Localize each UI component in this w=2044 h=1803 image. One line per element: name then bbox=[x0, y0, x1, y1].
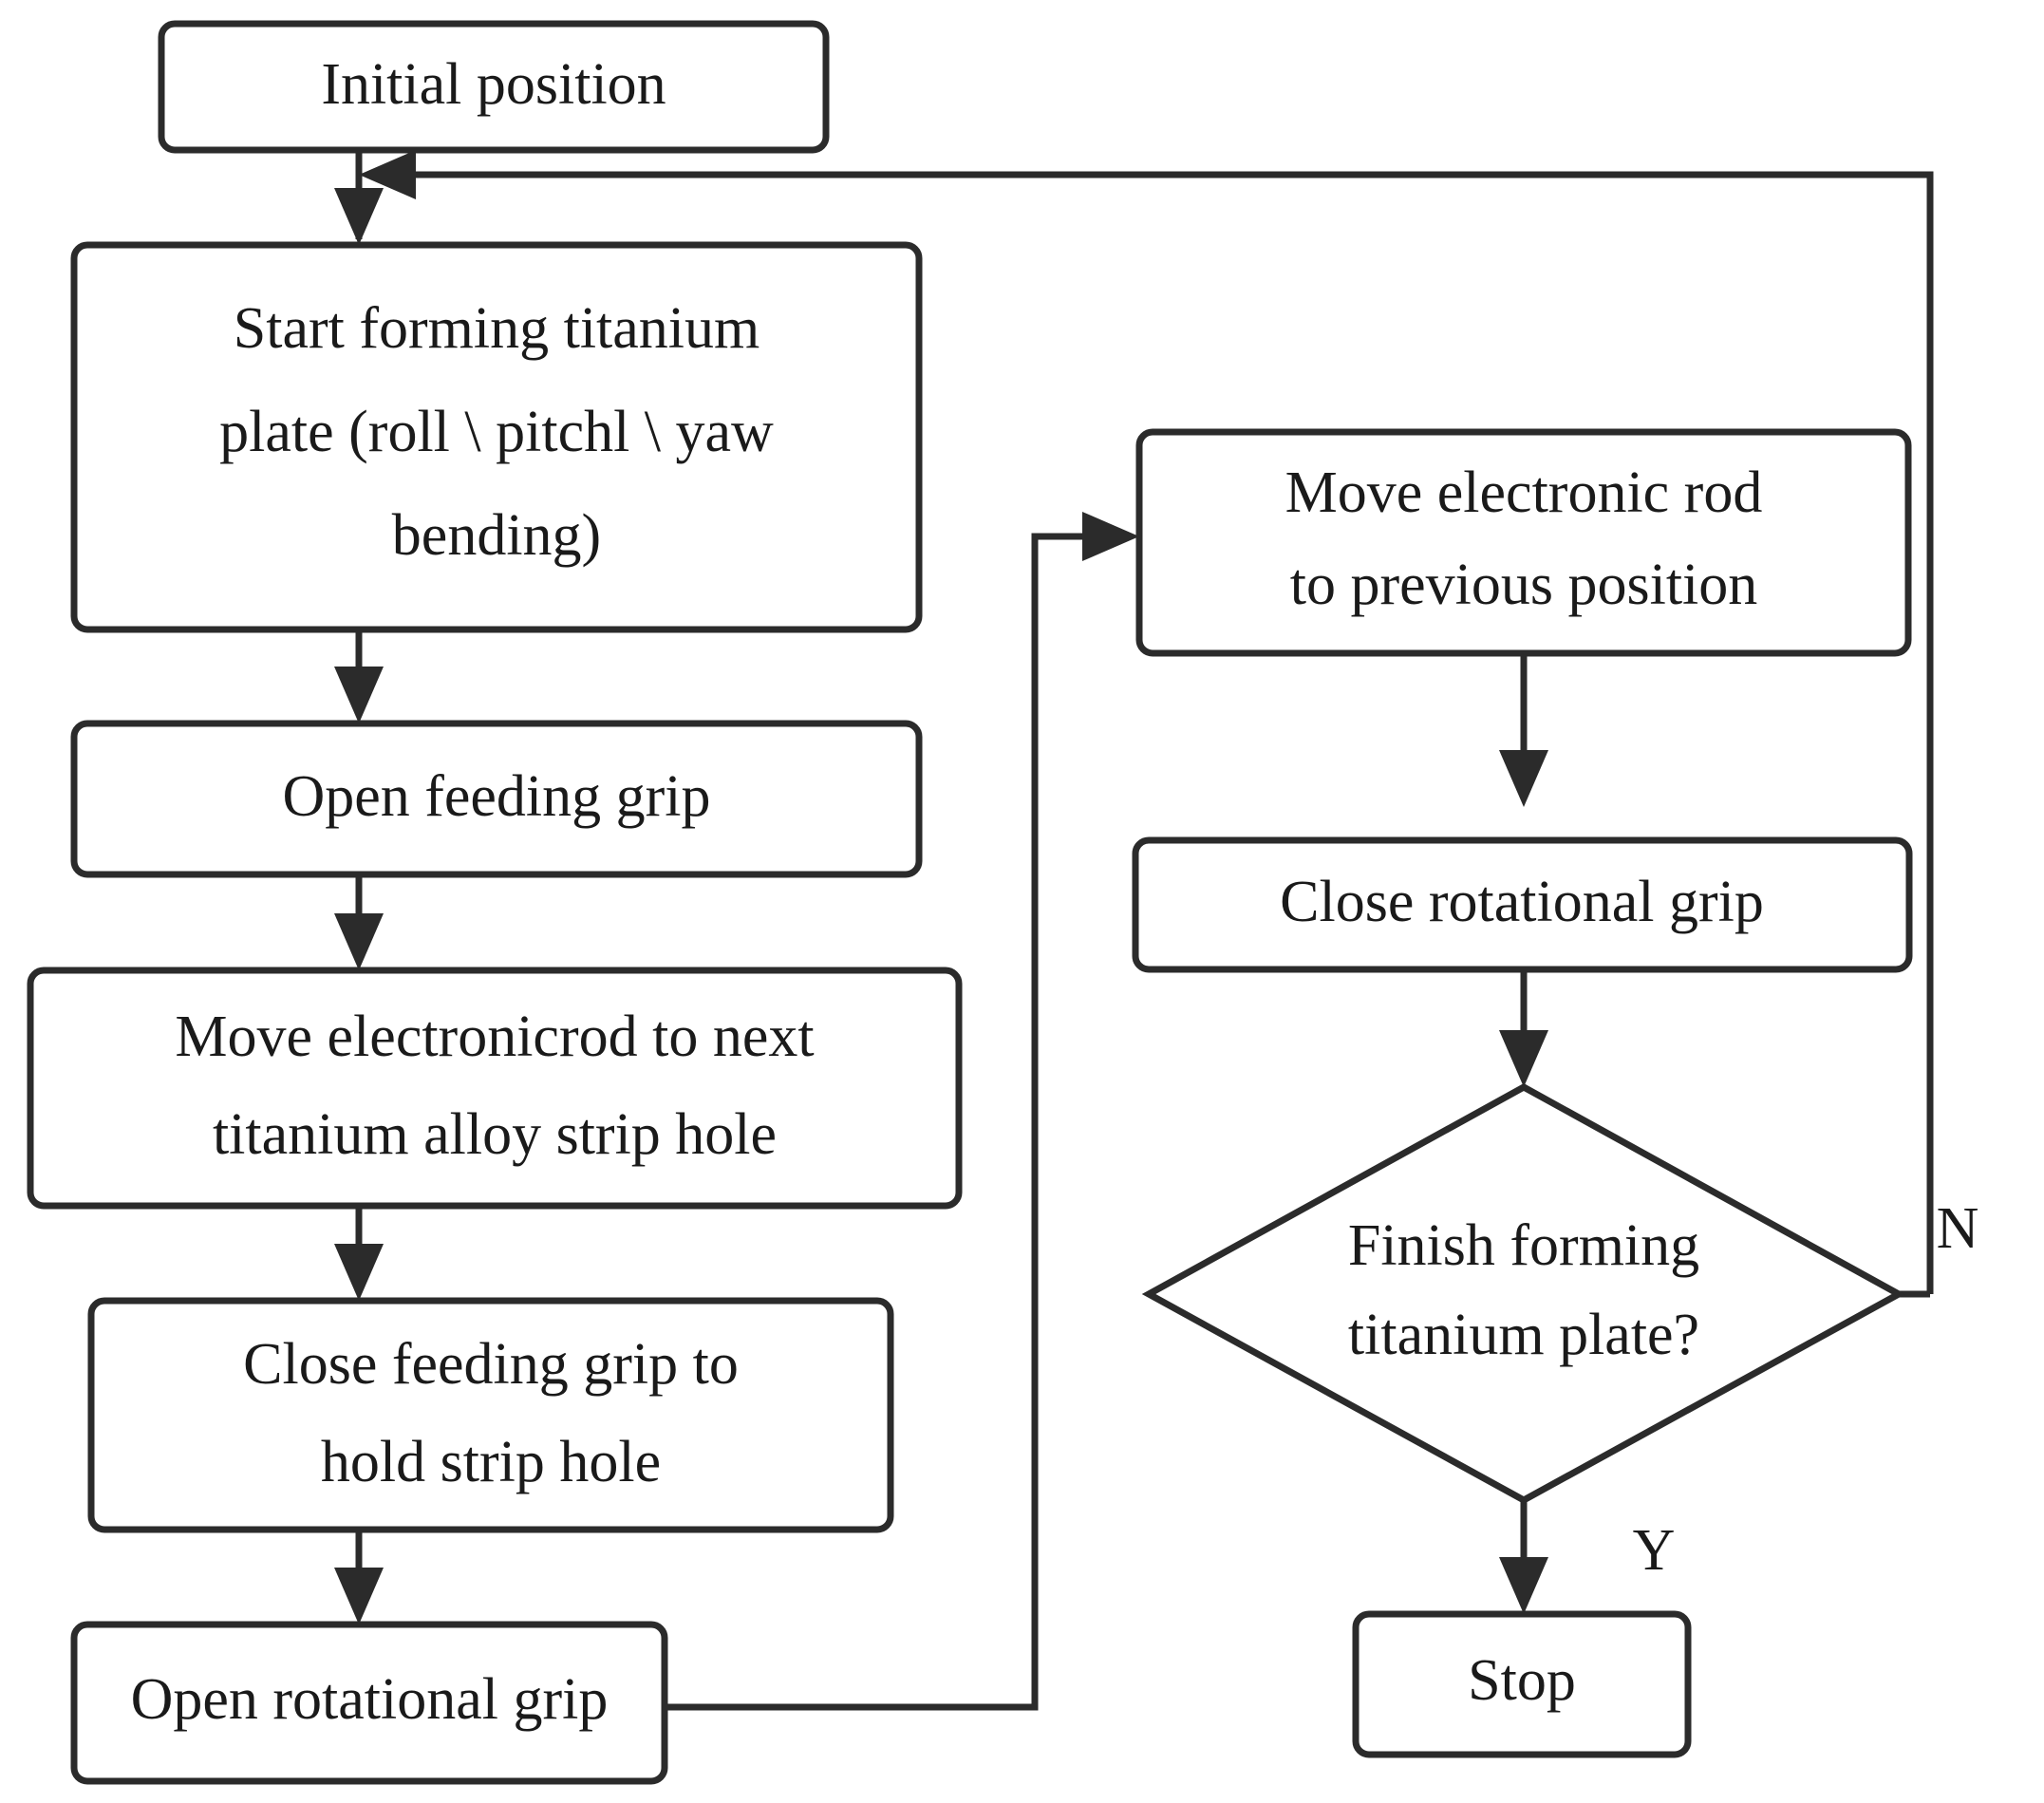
edge-close-feeding-to-open-rotational bbox=[334, 1530, 384, 1625]
branch-label-no: N bbox=[1937, 1196, 1979, 1261]
arrowhead-down-icon bbox=[334, 913, 384, 970]
node-move-rod-previous[interactable]: Move electronic rod to previous position bbox=[1135, 428, 1912, 657]
node-initial-position[interactable]: Initial position bbox=[158, 20, 830, 154]
node-open-feeding-grip[interactable]: Open feeding grip bbox=[70, 720, 923, 878]
node-start-forming[interactable]: Start forming titanium plate (roll \ pit… bbox=[70, 241, 923, 633]
node-open-rotational-grip-shape[interactable] bbox=[70, 1621, 668, 1785]
node-start-forming-label-line3: bending) bbox=[392, 503, 601, 568]
node-initial-position-shape[interactable] bbox=[158, 20, 830, 154]
edge-close-rotational-to-decision bbox=[1499, 969, 1548, 1087]
arrowhead-down-icon bbox=[334, 667, 384, 723]
node-close-rotational-grip[interactable]: Close rotational grip bbox=[1132, 836, 1913, 973]
arrowhead-down-icon bbox=[1499, 1557, 1548, 1614]
node-close-rotational-grip-shape[interactable] bbox=[1132, 836, 1913, 973]
node-stop-label: Stop bbox=[1468, 1648, 1576, 1713]
arrowhead-left-icon bbox=[359, 150, 416, 199]
edge-open-rotational-to-move-previous bbox=[665, 512, 1139, 1711]
node-initial-position-label: Initial position bbox=[321, 52, 666, 117]
node-close-feeding-grip[interactable]: Close feeding grip to hold strip hole bbox=[87, 1297, 894, 1533]
node-open-feeding-grip-shape[interactable] bbox=[70, 720, 923, 878]
edge-start-to-open-feeding bbox=[334, 629, 384, 723]
edge-decision-yes-to-stop bbox=[1499, 1500, 1548, 1614]
edge-move-rod-to-close-feeding bbox=[334, 1206, 384, 1301]
node-start-forming-shape[interactable] bbox=[70, 241, 923, 633]
edge-move-previous-to-close-rotational bbox=[1499, 653, 1548, 807]
node-close-feeding-grip-label-line1: Close feeding grip to bbox=[243, 1332, 739, 1397]
node-move-rod-next-hole-label-line2: titanium alloy strip hole bbox=[213, 1102, 777, 1167]
branch-label-yes: Y bbox=[1633, 1518, 1676, 1583]
node-move-rod-previous-label-line1: Move electronic rod bbox=[1285, 460, 1763, 525]
node-close-feeding-grip-label-line2: hold strip hole bbox=[321, 1430, 661, 1494]
arrowhead-right-icon bbox=[1082, 512, 1139, 561]
arrowhead-down-icon bbox=[1499, 750, 1548, 807]
arrowhead-down-icon bbox=[334, 188, 384, 245]
node-open-rotational-grip[interactable]: Open rotational grip bbox=[70, 1621, 668, 1785]
node-finish-decision-label-line2: titanium plate? bbox=[1348, 1303, 1699, 1367]
node-open-feeding-grip-label: Open feeding grip bbox=[282, 764, 710, 829]
node-finish-decision[interactable]: Finish forming titanium plate? bbox=[1141, 1083, 1906, 1504]
edge-open-feeding-to-move-rod bbox=[334, 874, 384, 970]
arrowhead-down-icon bbox=[334, 1568, 384, 1625]
edge-no-loopback bbox=[359, 150, 1934, 1294]
node-stop[interactable]: Stop bbox=[1352, 1610, 1692, 1758]
node-close-feeding-grip-shape[interactable] bbox=[87, 1297, 894, 1533]
node-finish-decision-shape[interactable] bbox=[1141, 1083, 1906, 1504]
node-move-rod-next-hole-shape[interactable] bbox=[27, 967, 963, 1210]
edge-initial-to-start bbox=[334, 150, 384, 245]
node-close-rotational-grip-label: Close rotational grip bbox=[1280, 870, 1764, 934]
node-move-rod-next-hole-label-line1: Move electronicrod to next bbox=[175, 1005, 814, 1069]
node-finish-decision-label-line1: Finish forming bbox=[1348, 1213, 1699, 1278]
node-move-rod-next-hole[interactable]: Move electronicrod to next titanium allo… bbox=[27, 967, 963, 1210]
arrowhead-down-icon bbox=[1499, 1030, 1548, 1087]
node-move-rod-previous-label-line2: to previous position bbox=[1290, 553, 1758, 617]
node-start-forming-label-line2: plate (roll \ pitchl \ yaw bbox=[219, 400, 774, 464]
node-move-rod-previous-shape[interactable] bbox=[1135, 428, 1912, 657]
node-start-forming-label-line1: Start forming titanium bbox=[234, 296, 760, 361]
arrowhead-down-icon bbox=[334, 1244, 384, 1301]
node-stop-shape[interactable] bbox=[1352, 1610, 1692, 1758]
node-open-rotational-grip-label: Open rotational grip bbox=[131, 1667, 609, 1732]
